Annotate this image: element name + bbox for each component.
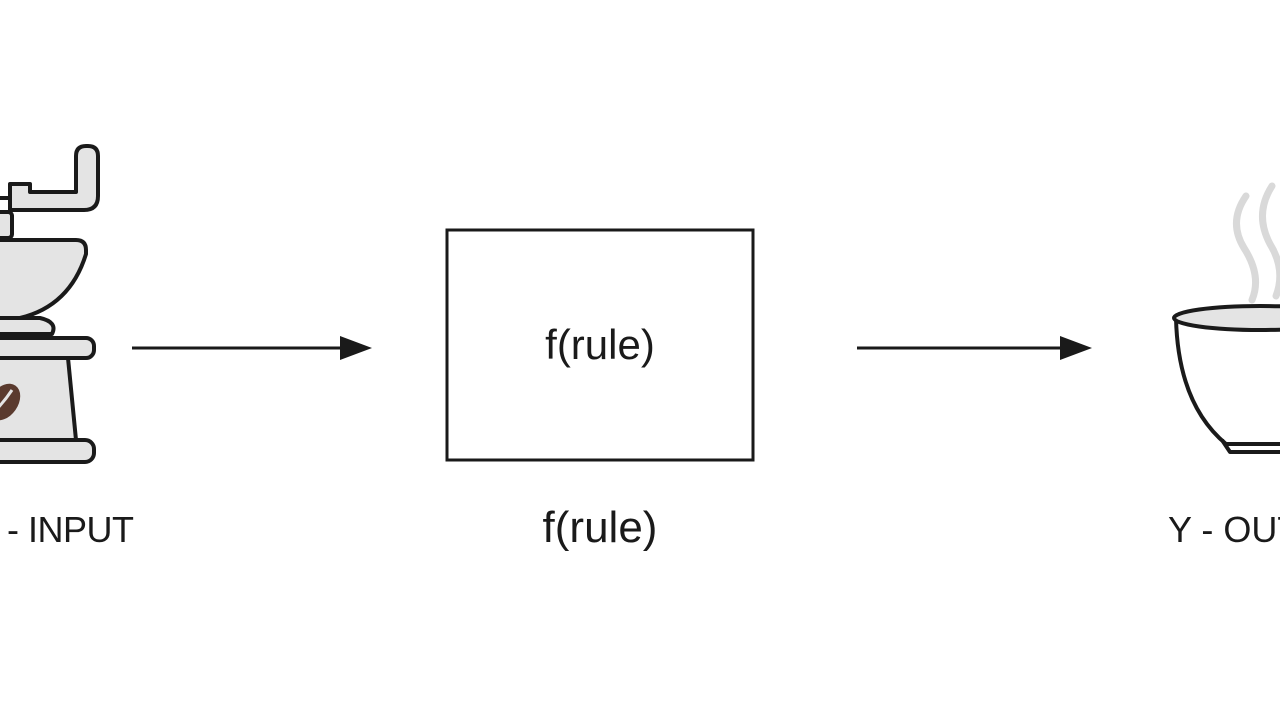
steam-icon	[1233, 182, 1280, 304]
steaming-bowl-icon	[1172, 304, 1280, 454]
process-caption: f(rule)	[542, 503, 658, 552]
output-label: Y - OUTPUT	[1168, 509, 1280, 550]
process-box-label: f(rule)	[545, 321, 655, 368]
coffee-grinder-icon	[0, 144, 100, 464]
input-label: X - INPUT	[0, 509, 134, 550]
arrow-process-to-output	[857, 336, 1092, 360]
coffee-bean-icon	[0, 383, 21, 421]
process-box	[445, 228, 755, 462]
arrow-input-to-process	[132, 336, 372, 360]
